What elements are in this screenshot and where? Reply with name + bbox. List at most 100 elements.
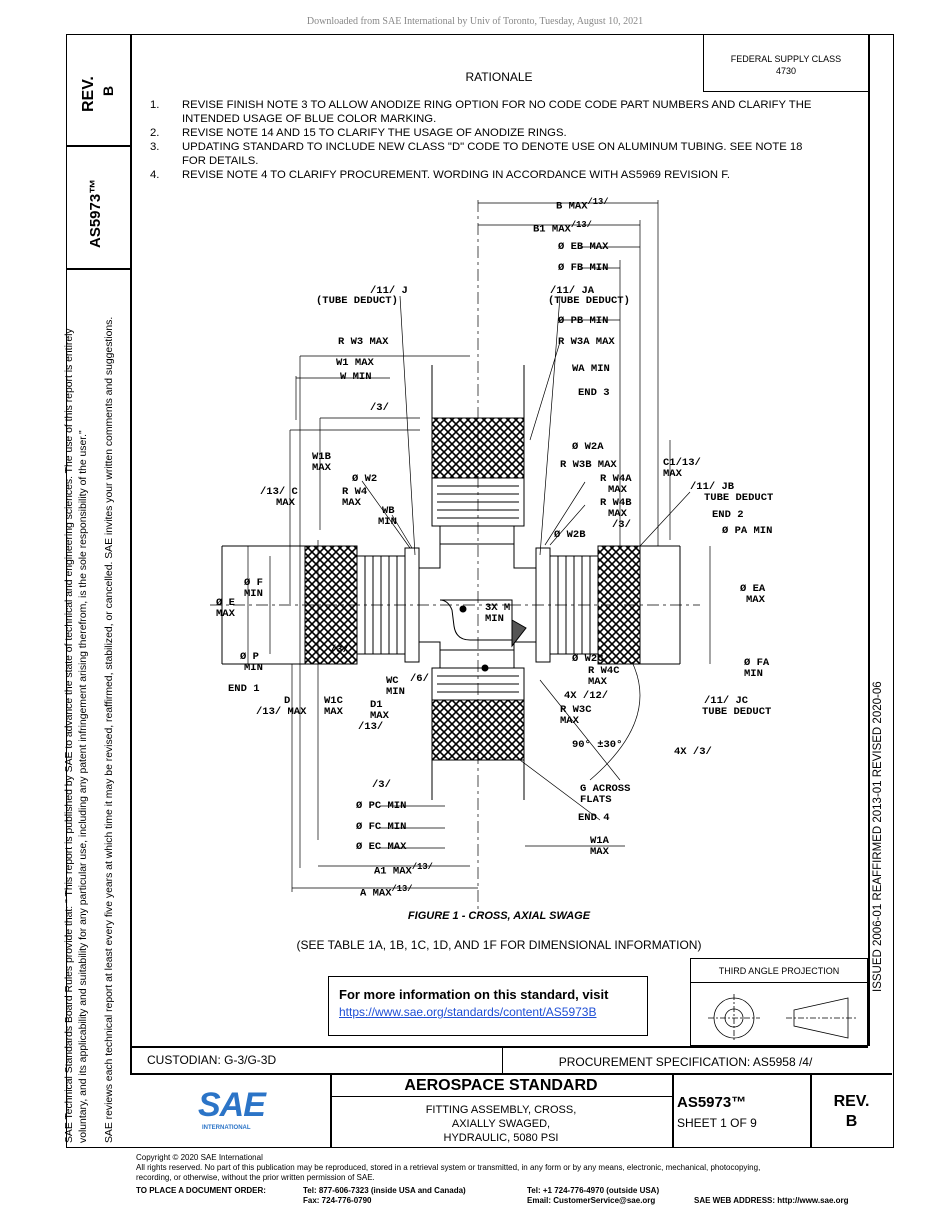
dim-b-max: B MAX/13/ [556, 197, 609, 213]
dim-f-min: MIN [244, 588, 263, 600]
footer-tel-outside: Tel: +1 724-776-4970 (outside USA) [527, 1186, 660, 1195]
title-type-underline [330, 1096, 672, 1097]
custodian: CUSTODIAN: G-3/G-3D [147, 1053, 277, 1067]
dim-wb: WB [382, 505, 395, 517]
left-column-divider [130, 34, 132, 1074]
dim-m-min: MIN [485, 613, 504, 625]
projection-divider [690, 982, 868, 983]
dim-ja-deduct: (TUBE DEDUCT) [548, 295, 630, 307]
right-column-divider [868, 34, 870, 1046]
dim-g-flats: FLATS [580, 794, 612, 806]
dim-r-w4a-max: MAX [608, 484, 627, 496]
footer-email[interactable]: Email: CustomerService@sae.org [527, 1196, 656, 1205]
dim-d1-max: MAX [370, 710, 389, 722]
dim-ja: /11/ JA [550, 285, 595, 297]
title-rev-label: REV. [833, 1093, 870, 1110]
rationale-list: 1.REVISE FINISH NOTE 3 TO ALLOW ANODIZE … [150, 98, 820, 182]
footer-rights-1: All rights reserved. No part of this pub… [136, 1163, 761, 1172]
dim-w2b: Ø W2B [554, 529, 586, 541]
info-title: For more information on this standard, v… [339, 987, 609, 1002]
custodian-divider [502, 1046, 503, 1074]
title-block-number-divider [672, 1073, 674, 1147]
dim-wc: WC [386, 675, 399, 687]
figure-caption: FIGURE 1 - CROSS, AXIAL SWAGE [407, 910, 591, 922]
dim-wc-min: MIN [386, 686, 405, 698]
dim-j: /11/ J [370, 285, 408, 297]
dim-fb-min: Ø FB MIN [558, 262, 609, 274]
dim-w1a-max: MAX [590, 846, 609, 858]
title-block-top-line [130, 1046, 868, 1048]
dim-w-min: W MIN [340, 371, 372, 383]
dim-r-w3b-max: R W3B MAX [560, 459, 617, 471]
dim-w1c: W1C [324, 695, 343, 707]
dim-jc-deduct: TUBE DEDUCT [702, 706, 772, 718]
title-block-logo-divider [330, 1073, 332, 1147]
dim-g: G ACROSS [580, 783, 631, 795]
projection-box [690, 958, 868, 1046]
dim-c: /13/ C [260, 486, 298, 498]
dim-r-w3c-max: MAX [560, 715, 579, 727]
label-end-2: END 2 [712, 509, 744, 521]
dim-w1a: W1A [590, 835, 609, 847]
dim-c1-max: MAX [663, 468, 682, 480]
dim-b1-max: B1 MAX/13/ [533, 220, 592, 236]
dim-c-max: MAX [276, 497, 295, 509]
dim-c1: C1/13/ [663, 457, 701, 469]
dim-wb-min: MIN [378, 516, 397, 528]
footer-order-label: TO PLACE A DOCUMENT ORDER: [136, 1186, 266, 1195]
dim-f: Ø F [244, 577, 263, 589]
projection-symbol-icon [708, 994, 856, 1042]
ref-4x-3: 4X /3/ [674, 746, 712, 758]
dim-ea: Ø EA [740, 583, 766, 595]
page-frame [66, 34, 894, 1148]
dim-d1: D1 [370, 699, 383, 711]
sae-logo: SAE [198, 1086, 266, 1124]
ref-12: 4X /12/ [564, 690, 609, 702]
dim-r-w4b: R W4B [600, 497, 632, 509]
dim-w2a: Ø W2A [572, 441, 604, 453]
dim-r-w4: R W4 [342, 486, 368, 498]
dim-a1-max: A1 MAX/13/ [374, 862, 433, 878]
supply-class-line1: FEDERAL SUPPLY CLASS [730, 54, 842, 64]
footer-rights-2: recording, or otherwise, without the pri… [136, 1173, 375, 1182]
dim-pa-min: Ø PA MIN [722, 525, 773, 537]
sae-logo-sub: INTERNATIONAL [202, 1125, 251, 1131]
title-block-mid-line [130, 1073, 892, 1075]
dim-jc: /11/ JC [704, 695, 749, 707]
footer-web[interactable]: SAE WEB ADDRESS: http://www.sae.org [694, 1196, 849, 1205]
dim-m: 3X M [485, 602, 511, 614]
ref-3-top: /3/ [370, 402, 389, 414]
supply-class-box [703, 34, 869, 92]
procurement-spec: PROCUREMENT SPECIFICATION: AS5958 /4/ [558, 1055, 813, 1069]
dim-a-max: A MAX/13/ [360, 884, 413, 900]
dim-e: Ø E [216, 597, 235, 609]
label-end-4: END 4 [578, 812, 610, 824]
fitting-body [418, 543, 537, 651]
ref-6: /6/ [410, 673, 429, 685]
dim-w1b-max: MAX [312, 462, 331, 474]
footer-copyright: Copyright © 2020 SAE International [136, 1153, 263, 1162]
dim-e-max: MAX [216, 608, 235, 620]
dim-ec-max: Ø EC MAX [356, 841, 407, 853]
download-notice: Downloaded from SAE International by Uni… [306, 16, 644, 27]
footer-fax: Fax: 724-776-0790 [303, 1196, 372, 1205]
rationale-item: 1.REVISE FINISH NOTE 3 TO ALLOW ANODIZE … [150, 99, 812, 125]
sheet-number: SHEET 1 OF 9 [677, 1116, 757, 1130]
dim-d-max: /13/ MAX [256, 706, 307, 718]
dim-w2: Ø W2 [352, 473, 378, 485]
dim-jb-deduct: TUBE DEDUCT [704, 492, 774, 504]
ref-3-mid: /3/ [330, 644, 349, 656]
standard-type: AEROSPACE STANDARD [404, 1077, 598, 1094]
label-end-3: END 3 [578, 387, 610, 399]
dim-d1-ref: /13/ [358, 721, 384, 733]
dim-r-w4c-max: MAX [588, 676, 607, 688]
dim-w2c: Ø W2C [572, 653, 604, 665]
dim-pb-min: Ø PB MIN [558, 315, 609, 327]
standard-link[interactable]: https://www.sae.org/standards/content/AS… [339, 1005, 597, 1019]
dim-p-min: MIN [244, 662, 263, 674]
dim-r-w3-max: R W3 MAX [338, 336, 389, 348]
label-end-1: END 1 [228, 683, 260, 695]
ref-3-bottom: /3/ [372, 779, 391, 791]
